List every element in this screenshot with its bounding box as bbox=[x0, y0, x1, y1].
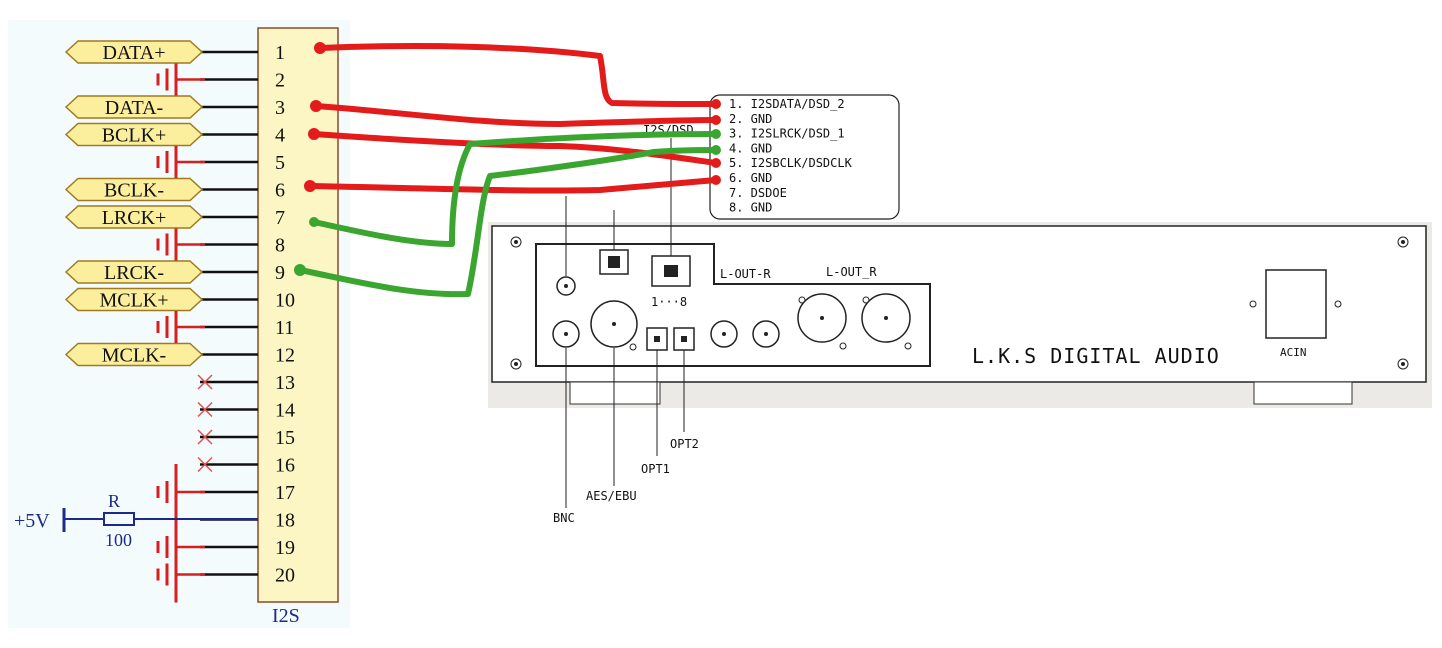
callout-opt1: OPT1 bbox=[641, 462, 670, 476]
signal-label: BCLK- bbox=[104, 180, 164, 202]
callout-leaders bbox=[565, 138, 685, 508]
panel-screws bbox=[510, 236, 1409, 370]
rca-output-label: L-OUT-R bbox=[720, 267, 771, 281]
connector-recess bbox=[535, 243, 931, 367]
pin-number: 19 bbox=[275, 537, 295, 559]
pin-number: 10 bbox=[275, 290, 295, 312]
no-connect-cross bbox=[197, 456, 213, 473]
ac-inlet-label: ACIN bbox=[1280, 346, 1307, 359]
signal-tag bbox=[64, 122, 204, 147]
callout-aes-ebu: AES/EBU bbox=[586, 489, 637, 503]
pin-number: 8 bbox=[275, 235, 285, 257]
resistor-value: 100 bbox=[105, 530, 132, 550]
no-connect-cross bbox=[197, 429, 213, 445]
pinout-line: 2. GND bbox=[729, 112, 772, 126]
pinout-box-frame bbox=[709, 94, 900, 220]
signal-label: DATA+ bbox=[102, 42, 165, 64]
bnc-socket bbox=[552, 320, 580, 348]
wire-pin7-i2slrck bbox=[311, 131, 719, 247]
xlr-out-left bbox=[797, 293, 847, 343]
pin-number: 15 bbox=[275, 427, 295, 449]
pin-leads bbox=[200, 50, 258, 576]
ac-inlet bbox=[1265, 269, 1327, 339]
pin-number: 3 bbox=[275, 97, 285, 119]
ground-symbol bbox=[156, 311, 205, 343]
pin-number: 18 bbox=[275, 510, 295, 532]
callout-bnc: BNC bbox=[553, 511, 575, 525]
signal-label: MCLK- bbox=[102, 345, 166, 367]
pin-number: 13 bbox=[275, 372, 295, 394]
wire-pin3-gnd bbox=[313, 103, 719, 127]
pin-number: 12 bbox=[275, 345, 295, 367]
signal-tags: DATA+ DATA- BCLK+ BCLK- LRCK+ LRCK- MCLK+ MCLK- bbox=[64, 40, 204, 367]
pin-number: 17 bbox=[275, 482, 295, 504]
wire-pin4-i2sbclk bbox=[311, 131, 719, 166]
xlr-out-right bbox=[861, 293, 911, 343]
pin-number: 1 bbox=[275, 42, 285, 64]
rca-out-left bbox=[710, 320, 738, 348]
power-input: +5V R 100 bbox=[14, 491, 258, 550]
pin-number: 7 bbox=[275, 207, 285, 229]
no-connect-cross bbox=[197, 374, 213, 390]
callout-opt2: OPT2 bbox=[670, 437, 699, 451]
no-connect-marks bbox=[197, 374, 213, 473]
resistor-name: R bbox=[108, 491, 120, 511]
signal-label: LRCK+ bbox=[102, 207, 167, 229]
power-label: +5V bbox=[14, 510, 50, 532]
i2s-connector-body bbox=[257, 27, 339, 603]
wire-pin9-gnd bbox=[297, 147, 719, 298]
xlr-output-label: L-OUT_R bbox=[826, 265, 877, 279]
ground-symbol bbox=[156, 63, 205, 96]
wire-pin1-i2sdata bbox=[317, 43, 719, 107]
pin-number: 14 bbox=[275, 400, 295, 422]
pinout-line: 7. DSDOE bbox=[729, 186, 787, 200]
pinout-line: 8. GND bbox=[729, 201, 772, 215]
signal-tag bbox=[64, 205, 204, 229]
device-rear-panel: 1···8 L-OUT-R L-OUT_R L.K.S DIGITAL AUDI… bbox=[488, 222, 1432, 408]
pinout-line: 6. GND bbox=[729, 171, 772, 185]
signal-tag bbox=[64, 177, 204, 202]
ground-symbols bbox=[156, 63, 205, 603]
pinout-line: 5. I2SBCLK/DSDCLK bbox=[729, 156, 853, 170]
signal-label: LRCK- bbox=[104, 262, 164, 284]
i2s-range-label: 1···8 bbox=[651, 295, 687, 309]
pin-number: 6 bbox=[275, 180, 285, 202]
pinout-line: 4. GND bbox=[729, 141, 772, 155]
pinout-line: 3. I2SLRCK/DSD_1 bbox=[729, 127, 845, 141]
signal-tag bbox=[64, 95, 204, 119]
pin-number: 16 bbox=[275, 455, 295, 477]
foot-left bbox=[569, 381, 661, 405]
pin-number: 5 bbox=[275, 152, 285, 174]
brand-label: L.K.S DIGITAL AUDIO bbox=[972, 344, 1220, 368]
pin-number: 11 bbox=[275, 317, 294, 339]
signal-label: DATA- bbox=[105, 97, 163, 119]
ground-symbol bbox=[156, 228, 205, 261]
pinout-line: 1. I2SDATA/DSD_2 bbox=[729, 97, 845, 111]
wires bbox=[294, 42, 721, 298]
pin-number: 4 bbox=[275, 125, 285, 147]
pin-number: 2 bbox=[275, 70, 285, 92]
signal-tag bbox=[64, 287, 204, 312]
pin-number: 9 bbox=[275, 262, 285, 284]
rca-out-right bbox=[752, 320, 780, 348]
foot-right bbox=[1253, 381, 1353, 405]
signal-label: BCLK+ bbox=[102, 125, 167, 147]
signal-tag bbox=[64, 342, 204, 367]
signal-tag bbox=[64, 260, 204, 284]
signal-label: MCLK+ bbox=[99, 290, 168, 312]
pin-number: 20 bbox=[275, 565, 295, 587]
aes-ebu-socket bbox=[590, 300, 638, 348]
no-connect-cross bbox=[197, 401, 213, 418]
wire-pin6-gnd bbox=[307, 177, 719, 194]
signal-tag bbox=[64, 40, 204, 64]
ground-symbol bbox=[156, 146, 205, 178]
bnc-socket-top bbox=[556, 276, 576, 296]
connector-label: I2S bbox=[272, 605, 300, 627]
